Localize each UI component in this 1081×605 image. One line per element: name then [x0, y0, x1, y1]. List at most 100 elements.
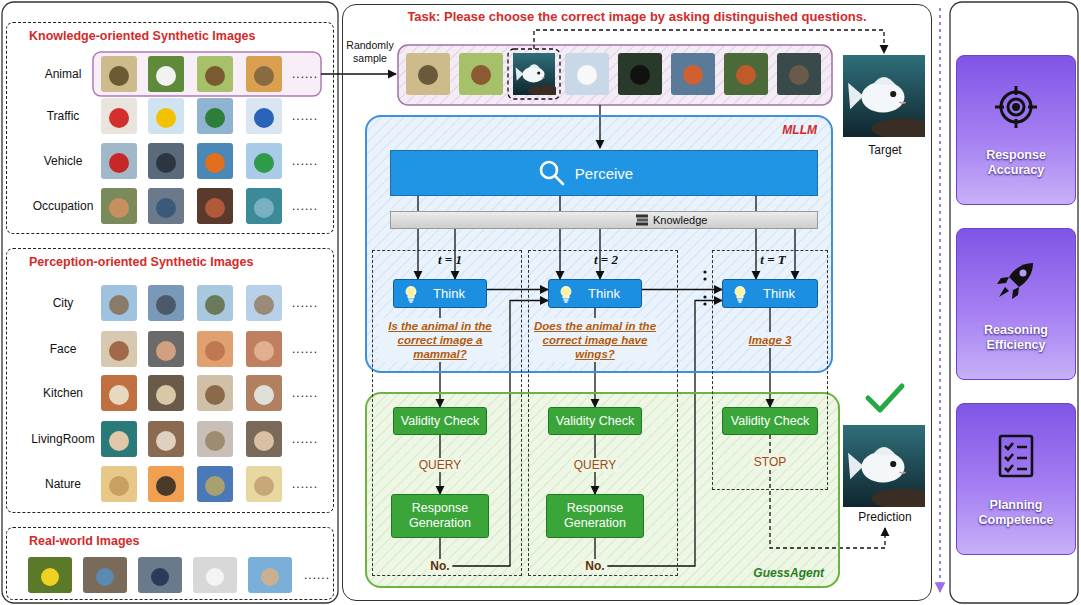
- think-box: Think: [722, 279, 818, 308]
- node-label: Think: [763, 286, 795, 301]
- check-box: Validity Check: [548, 407, 642, 435]
- knowledge-bar: Knowledge: [390, 211, 818, 229]
- image-tile: [789, 65, 809, 85]
- ellipsis-label: ......: [304, 568, 330, 582]
- row-label: Animal: [45, 67, 82, 81]
- image-tile: [513, 53, 561, 96]
- image-tile: [101, 375, 137, 411]
- image-tile: [724, 53, 768, 95]
- model-region: MLLMPerceiveKnowledge: [365, 115, 833, 373]
- image-tile: [156, 108, 176, 128]
- image-tile: [254, 476, 274, 496]
- input-arrow: [599, 105, 600, 148]
- ellipsis-label: ......: [292, 109, 318, 123]
- image-tile: [83, 557, 127, 593]
- image-tile: [205, 385, 225, 405]
- connectors: [418, 196, 885, 566]
- ellipsis-label: ......: [292, 432, 318, 446]
- image-tile: [197, 56, 233, 92]
- image-tile: [109, 153, 129, 173]
- image-tile: [205, 108, 225, 128]
- row-label: LivingRoom: [31, 432, 94, 446]
- image-tile: [197, 143, 233, 179]
- ellipsis-label: ......: [292, 477, 318, 491]
- edge-label: Is the animal in the correct image a mam…: [378, 318, 502, 362]
- metric-box: Response Accuracy: [956, 55, 1076, 205]
- node-label: Real-world Images: [29, 534, 333, 548]
- step-column: t = 1ThinkValidity CheckResponse Generat…: [372, 250, 522, 576]
- node-label: GuessAgent: [753, 566, 824, 580]
- metric-box: Reasoning Efficiency: [956, 228, 1076, 380]
- image-tile: [246, 56, 282, 92]
- image-tile: [101, 331, 137, 367]
- task-panel: Task: Please choose the correct image by…: [342, 4, 932, 601]
- image-tile: [197, 375, 233, 411]
- node-label: Response Generation: [551, 501, 639, 531]
- image-tile: [156, 385, 176, 405]
- connector-arrow: [794, 229, 795, 279]
- image-tile: [148, 375, 184, 411]
- connector-arrow: [594, 435, 595, 494]
- image-tile: [109, 431, 129, 451]
- edge-label: No.: [427, 559, 452, 573]
- left-panel: [2, 2, 338, 603]
- ellipsis-label: ......: [292, 199, 318, 213]
- image-tile: [246, 466, 282, 502]
- sample-strip: [398, 45, 832, 105]
- image-tile: [156, 341, 176, 361]
- image-tile: [254, 66, 274, 86]
- image-tile: [148, 285, 184, 321]
- ellipsis-label: ......: [292, 67, 318, 81]
- image-tile: [156, 198, 176, 218]
- step-column: t = TThinkValidity Check: [712, 250, 828, 490]
- image-tile: [246, 285, 282, 321]
- edge-label: Does the animal in the correct image hav…: [533, 318, 657, 362]
- image-tile: [109, 476, 129, 496]
- image-box: Prediction: [843, 425, 927, 528]
- image-tile: [156, 153, 176, 173]
- image-tile: [246, 421, 282, 457]
- image-tile: [246, 375, 282, 411]
- connector-arrow: [755, 196, 756, 279]
- check-box: Validity Check: [393, 407, 487, 435]
- image-tile: [109, 295, 129, 315]
- image-box: Target: [843, 55, 927, 161]
- image-tile: [471, 65, 491, 85]
- image-tile: [406, 53, 450, 95]
- ellipsis-label: ......: [292, 154, 318, 168]
- group-box: Perception-oriented Synthetic Images: [6, 248, 334, 513]
- image-tile: [151, 568, 169, 586]
- image-tile: [101, 188, 137, 224]
- image-tile: [406, 53, 821, 96]
- image-tile: [777, 53, 821, 95]
- image-tile: [109, 108, 129, 128]
- think-box: Think: [548, 279, 642, 308]
- row-label: Vehicle: [44, 154, 83, 168]
- node-label: Task: Please choose the correct image by…: [343, 9, 931, 24]
- group-box: Real-world Images: [6, 527, 334, 600]
- node-label: Perception-oriented Synthetic Images: [29, 255, 333, 269]
- region-fill: [365, 115, 833, 373]
- image-tile: [109, 341, 129, 361]
- group-box: Knowledge-oriented Synthetic Images: [6, 22, 334, 234]
- image-tile: [205, 66, 225, 86]
- image-tile: [101, 285, 137, 321]
- response-box: Response Generation: [546, 494, 644, 538]
- node-label: Response Generation: [396, 501, 484, 531]
- response-box: Response Generation: [391, 494, 489, 538]
- ellipsis-dots: [703, 295, 706, 298]
- image-tile: [109, 385, 129, 405]
- node-label: Validity Check: [556, 414, 634, 429]
- image-tile: [156, 431, 176, 451]
- connector-arrow: [769, 308, 770, 407]
- row-label: Occupation: [33, 199, 94, 213]
- image-tile: [254, 108, 274, 128]
- connector-arrow: [594, 308, 595, 407]
- image-tile: [101, 56, 137, 92]
- edge-label: No.: [582, 559, 607, 573]
- image-tile: [246, 143, 282, 179]
- ellipsis-label: ......: [292, 296, 318, 310]
- row-label: Traffic: [47, 109, 80, 123]
- image-tile: [254, 295, 274, 315]
- image-tile: [577, 65, 597, 85]
